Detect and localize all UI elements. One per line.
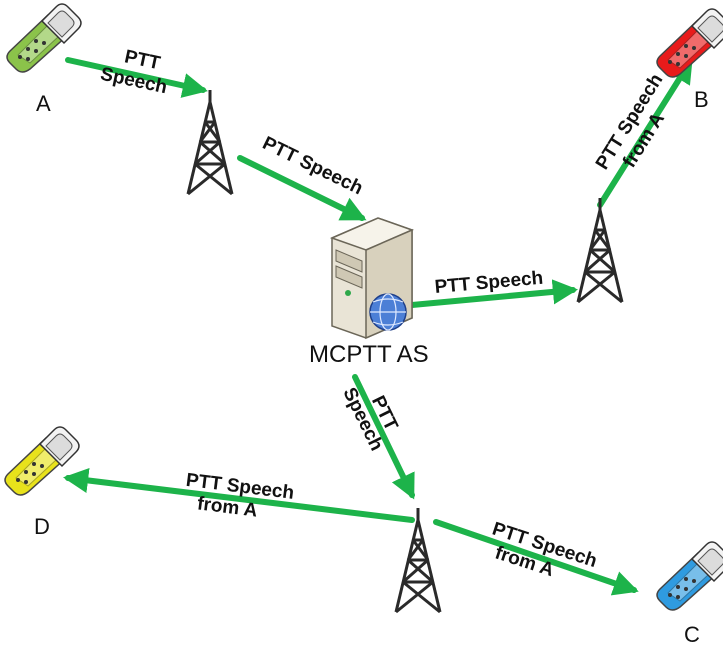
globe-icon bbox=[369, 293, 407, 331]
tower-2 bbox=[576, 196, 624, 304]
arrow-tower1-to-server bbox=[237, 155, 367, 221]
label-tower3-c: PTT Speech from A bbox=[490, 518, 600, 581]
arrow-tower2-to-b bbox=[597, 57, 693, 208]
arrow-tower3-to-c bbox=[433, 519, 639, 596]
mobile-phone-icon bbox=[4, 426, 80, 496]
arrow-server-to-tower2 bbox=[409, 279, 579, 308]
label-a-tower1: PTT Speech bbox=[99, 46, 169, 98]
arrow-a-to-tower1 bbox=[65, 57, 208, 98]
label-ptt-speech: PTT Speech bbox=[259, 133, 366, 200]
radio-tower-icon bbox=[576, 196, 624, 304]
label-server-tower3: PTT Speech bbox=[338, 384, 401, 454]
label-tower1-server: PTT Speech bbox=[259, 133, 366, 200]
radio-tower-icon bbox=[394, 506, 442, 614]
phone-c bbox=[656, 541, 723, 611]
arrow-tower3-to-d bbox=[62, 467, 415, 523]
node-label-a: A bbox=[36, 91, 51, 116]
tower-1 bbox=[186, 88, 234, 196]
tower-3 bbox=[394, 506, 442, 614]
server-label: MCPTT AS bbox=[309, 341, 429, 368]
phone-d bbox=[4, 426, 80, 496]
node-label-c: C bbox=[684, 622, 700, 646]
mobile-phone-icon bbox=[656, 541, 723, 611]
radio-tower-icon bbox=[186, 88, 234, 196]
node-label-d: D bbox=[34, 514, 50, 539]
arrows bbox=[62, 57, 693, 596]
label-tower3-d: PTT Speech from A bbox=[185, 470, 295, 522]
node-label-b: B bbox=[694, 87, 709, 112]
arrow-server-to-tower3 bbox=[352, 374, 415, 500]
server bbox=[329, 217, 415, 340]
